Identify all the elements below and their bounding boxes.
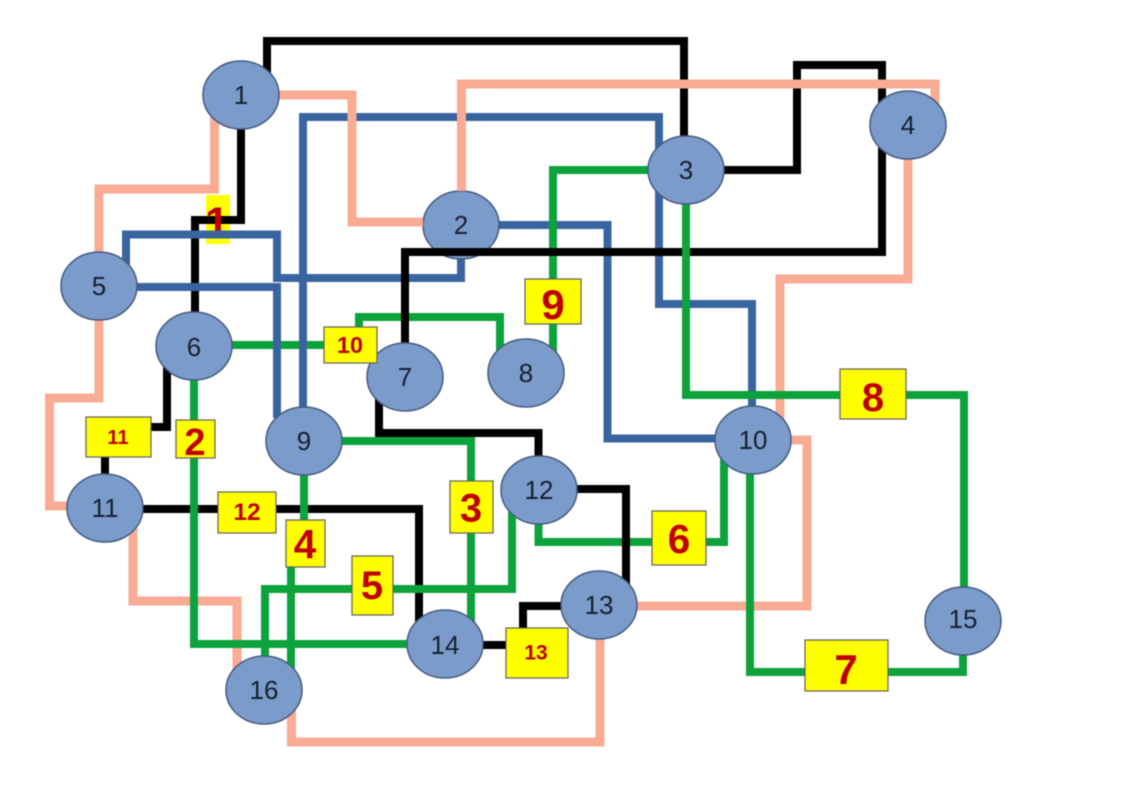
- svg-text:2: 2: [454, 210, 468, 240]
- svg-text:6: 6: [668, 516, 691, 562]
- svg-text:4: 4: [901, 110, 915, 140]
- svg-text:10: 10: [337, 332, 363, 358]
- svg-text:11: 11: [107, 427, 128, 449]
- svg-text:13: 13: [585, 590, 614, 620]
- svg-text:16: 16: [250, 675, 279, 705]
- svg-text:15: 15: [949, 604, 978, 634]
- svg-text:3: 3: [679, 155, 693, 185]
- svg-text:5: 5: [361, 564, 383, 608]
- svg-text:7: 7: [834, 646, 857, 693]
- svg-text:5: 5: [92, 271, 106, 301]
- svg-text:3: 3: [460, 487, 482, 531]
- svg-text:4: 4: [294, 521, 317, 567]
- svg-text:7: 7: [398, 362, 412, 392]
- svg-text:8: 8: [862, 376, 884, 420]
- svg-text:11: 11: [92, 493, 119, 523]
- svg-text:2: 2: [184, 422, 205, 464]
- svg-text:1: 1: [205, 199, 229, 247]
- svg-text:14: 14: [431, 630, 460, 660]
- svg-text:8: 8: [519, 358, 533, 388]
- svg-text:6: 6: [187, 332, 201, 362]
- svg-text:13: 13: [524, 642, 547, 665]
- svg-text:12: 12: [233, 499, 260, 526]
- svg-text:9: 9: [297, 426, 311, 456]
- svg-text:1: 1: [234, 80, 248, 110]
- svg-text:9: 9: [541, 281, 564, 328]
- svg-text:12: 12: [525, 475, 554, 505]
- svg-text:10: 10: [739, 425, 768, 455]
